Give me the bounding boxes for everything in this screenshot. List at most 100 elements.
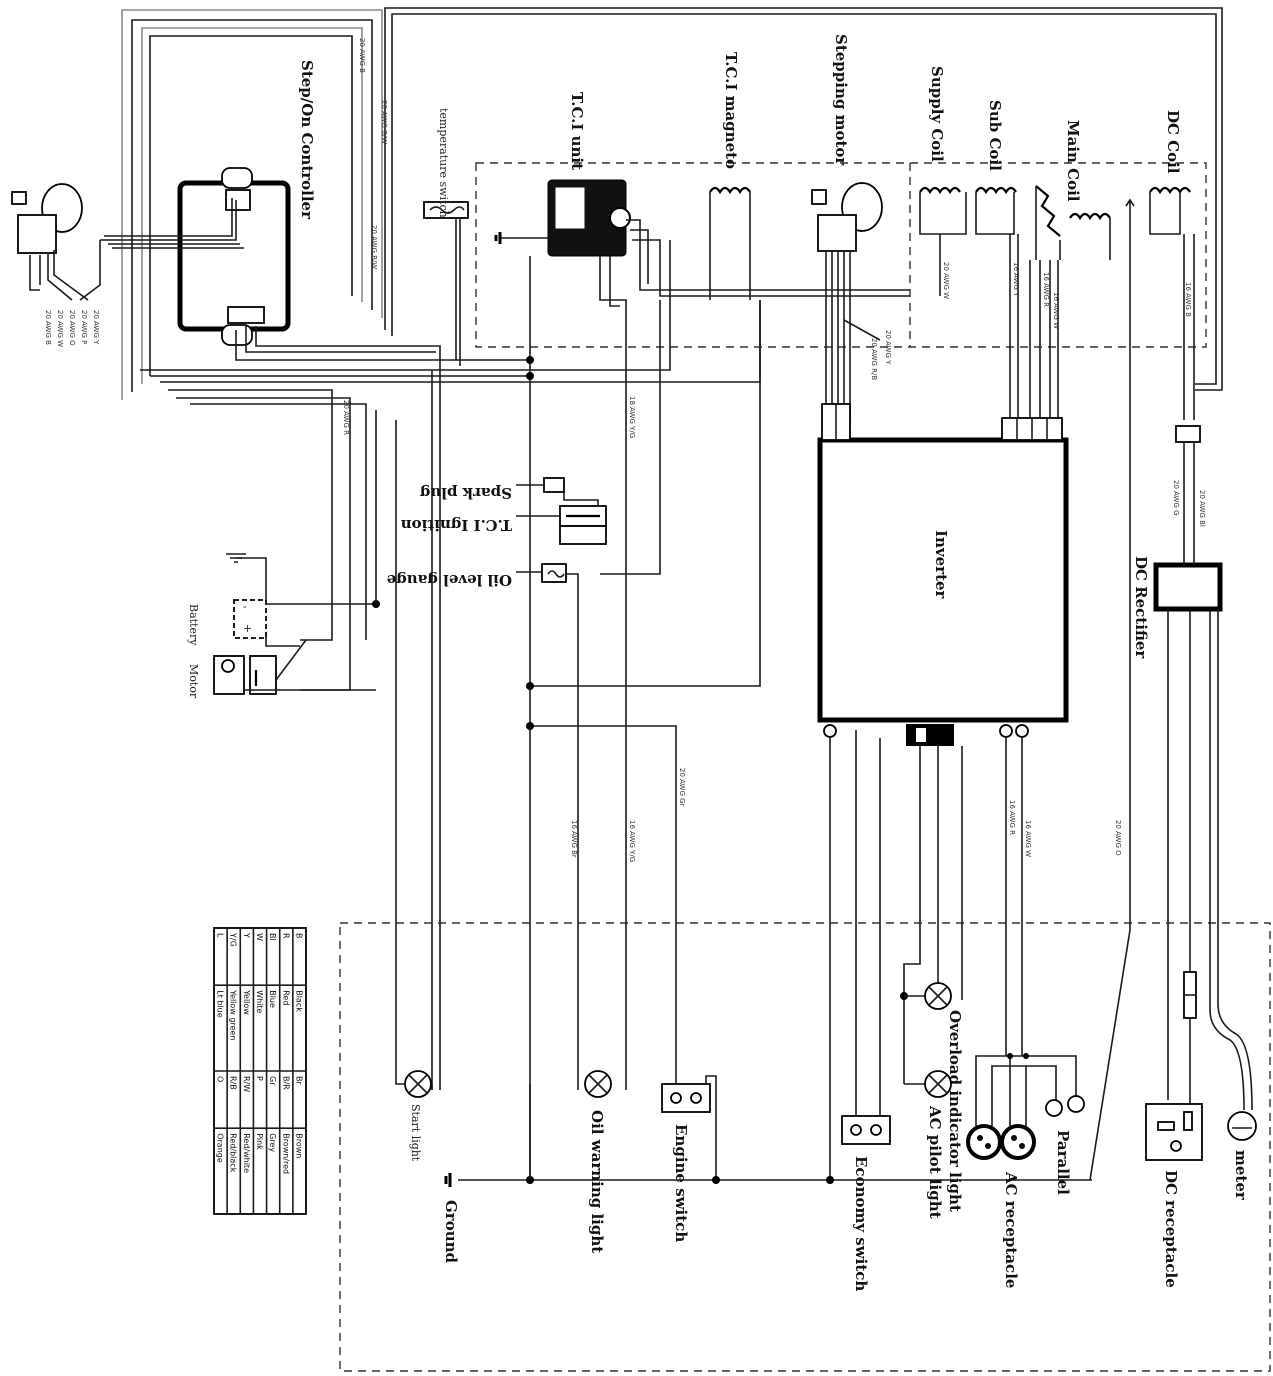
meter: meter [1227, 1111, 1257, 1201]
tci-unit-label: T.C.I unit [568, 92, 586, 170]
wire-code-w10: 16 AWG W [1052, 292, 1060, 329]
wire-code-w7: 20 AWG R/B [870, 338, 878, 380]
wire-code-w3: 20 AWG R [342, 400, 350, 435]
wire-code-w16: 16 AWG Br [570, 820, 578, 858]
oil-warning-label: Oil warning light [588, 1110, 606, 1253]
legend-code: W [255, 933, 264, 941]
svg-text:+: + [243, 622, 252, 635]
battery-motor-wires [244, 603, 376, 691]
wire-code-w2: 20 AWG B/W [380, 100, 388, 144]
legend-color-name: Orange [216, 1133, 225, 1163]
sub-coil-wires [1009, 234, 1019, 420]
step-on-controller: Step/On Controller [177, 60, 316, 346]
legend-color-name: White [255, 990, 264, 1013]
starter-motor: Motor [187, 655, 277, 699]
dc-rectifier-wires [1167, 425, 1253, 1111]
wire-code-w1: 20 AWG B [358, 38, 366, 73]
battery-label: Battery [187, 604, 200, 646]
spark-plug: Spark plug [419, 477, 565, 502]
inverter-output-wires [829, 730, 1023, 1180]
wire-code-w20: 20 AWG O [1114, 820, 1122, 856]
tci-ignition: T.C.I Ignition [401, 492, 607, 545]
wire-code-w14: 18 AWG Y/G [628, 396, 636, 438]
legend-color-name: Grey [268, 1133, 277, 1152]
ac-receptacle-label: AC receptacle [1002, 1171, 1020, 1288]
inverter-connectors [821, 403, 1063, 746]
overload-light-label: Overload indicator light [946, 1010, 964, 1212]
ac-receptacle: AC receptacle [966, 1124, 1036, 1288]
controller-loop-wires [121, 9, 383, 400]
legend-color-name: Yellow green [229, 989, 238, 1040]
svg-text:-: - [243, 600, 247, 613]
legend-code: Y [242, 932, 251, 938]
legend-code: P [255, 1076, 264, 1081]
spark-plug-label: Spark plug [419, 484, 512, 502]
temp-switch-label: temperature switch [437, 108, 450, 218]
color-legend: BBlackBrBrownRRedB/RBrown/redBlBlueGrGre… [213, 927, 307, 1215]
oil-gauge-label: Oil level gauge [387, 571, 512, 589]
tci-unit: T.C.I unit [547, 92, 631, 257]
dc-coil-wires [1183, 234, 1195, 420]
legend-code: L [216, 933, 225, 938]
wire-code-w19: 16 AWG W [1024, 820, 1032, 857]
legend-color-name: Pink [255, 1133, 264, 1150]
sub-coil-label: Sub Coil [986, 100, 1004, 171]
engine-switch-label: Engine switch [672, 1124, 690, 1242]
economy-switch: Economy switch [841, 1115, 891, 1291]
legend-color-name: Yellow [242, 989, 251, 1015]
wire-code-w11: 16 AWG B [1184, 282, 1192, 317]
left-motor-wires [29, 198, 244, 301]
wire-code-w9: 16 AWG R [1042, 272, 1050, 307]
left-motor-wire-codes: 20 AWG B 20 AWG W 20 AWG O 20 AWG P 20 A… [44, 310, 100, 347]
top-return-wire [384, 7, 1223, 391]
ground-arrow [1125, 198, 1135, 340]
legend-color-name: Red/black [229, 1133, 238, 1172]
legend-code: R/W [242, 1076, 251, 1092]
oil-gauge-wire [566, 573, 579, 1090]
legend-code: R [281, 933, 290, 939]
wire-code-w18: 16 AWG R [1008, 800, 1016, 835]
legend-color-name: Lt blue [216, 990, 225, 1018]
dc-receptacle-label: DC receptacle [1162, 1170, 1180, 1288]
control-panel-region-dashed [339, 922, 1271, 1372]
dc-receptacle: DC receptacle [1145, 1103, 1203, 1288]
main-coil-wires [1029, 260, 1059, 420]
ac-pilot-label: AC pilot light [926, 1105, 944, 1219]
legend-color-name: Black [294, 990, 303, 1012]
legend-color-name: Red/white [242, 1133, 251, 1173]
legend-code: Br [294, 1076, 303, 1085]
economy-switch-label: Economy switch [852, 1156, 870, 1291]
engine-region-dashed [475, 162, 1207, 348]
legend-code: R/B [229, 1076, 238, 1090]
legend-color-name: Blue [268, 990, 277, 1008]
svg-text:20 AWG Y: 20 AWG Y [92, 310, 100, 345]
legend-code: B [294, 933, 303, 939]
supply-coil-label: Supply Coil [928, 66, 946, 162]
temperature-switch: temperature switch [423, 108, 469, 219]
stepping-motor: Stepping motor [811, 34, 883, 252]
battery-ground [236, 557, 267, 604]
legend-code: Bl [268, 933, 277, 941]
dc-rectifier-label: DC Rectifier [1132, 556, 1150, 659]
main-coil-label: Main Coil [1064, 120, 1082, 202]
tci-magneto-label: T.C.I magneto [722, 52, 740, 169]
parallel-label: Parallel [1054, 1130, 1072, 1195]
tci-ground-symbol [494, 232, 502, 244]
legend-color-name: Brown [294, 1133, 303, 1158]
ground-label: Ground [442, 1200, 460, 1264]
legend-code: O [216, 1076, 225, 1082]
stepping-motor-label: Stepping motor [832, 34, 850, 166]
wire-code-w5: 20 AWG W [942, 262, 950, 299]
wire-code-w6: 20 AWG Y [884, 330, 892, 365]
left-motor [11, 183, 83, 254]
wire-code-w8: 16 AWG Y [1012, 262, 1020, 297]
wire-code-w4: 20 AWG B/W [370, 225, 378, 269]
main-coil: Main Coil [1035, 120, 1111, 260]
dc-rectifier: DC Rectifier [1132, 556, 1223, 659]
ground-bus: Ground [442, 1173, 1092, 1264]
legend-code: B/R [281, 1076, 290, 1090]
tci-ignition-label: T.C.I Ignition [401, 516, 512, 534]
ac-receptacle-wires [975, 1053, 1077, 1126]
legend-color-name: Red [281, 990, 290, 1005]
